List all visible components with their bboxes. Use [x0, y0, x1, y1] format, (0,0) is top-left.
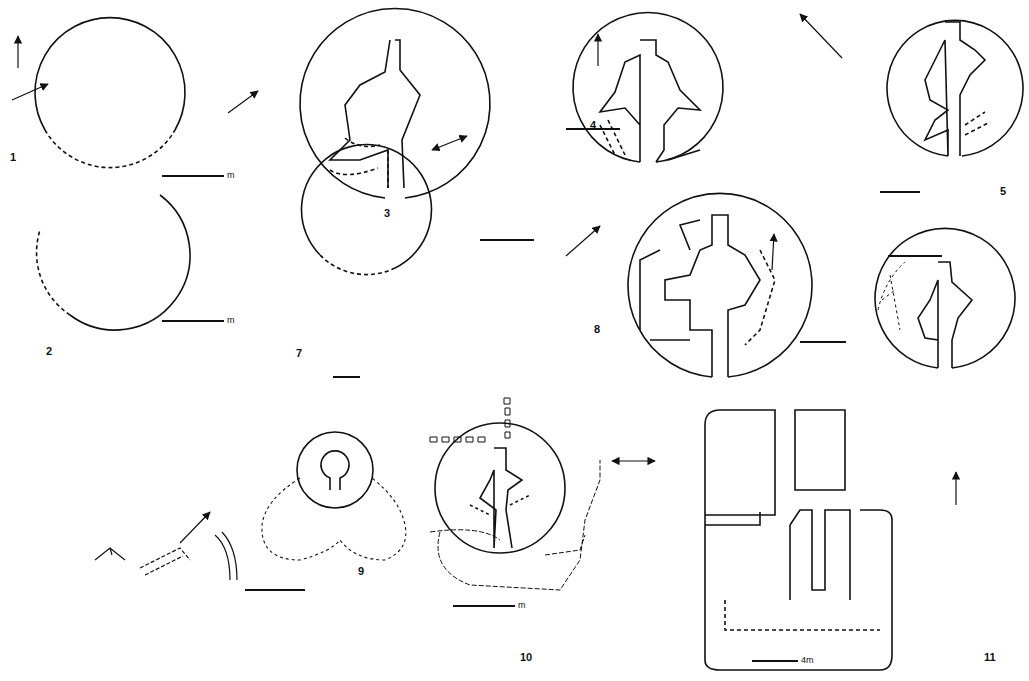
figure-number: 5 [1000, 186, 1006, 197]
scale-label: m [227, 316, 235, 325]
figure-number: 3 [384, 208, 390, 219]
figure-number: 2 [46, 346, 52, 357]
figure-number: 7 [296, 348, 302, 359]
figure-number: 4 [590, 120, 596, 131]
figure-number: 10 [520, 652, 532, 663]
scale-label: 4m [801, 656, 814, 665]
figure-number: 9 [358, 566, 364, 577]
figure-number: 8 [594, 324, 600, 335]
scale-label: m [518, 601, 526, 610]
figure-number: 1 [10, 152, 16, 163]
scale-label: m [227, 171, 235, 180]
figure-number: 11 [984, 652, 996, 663]
